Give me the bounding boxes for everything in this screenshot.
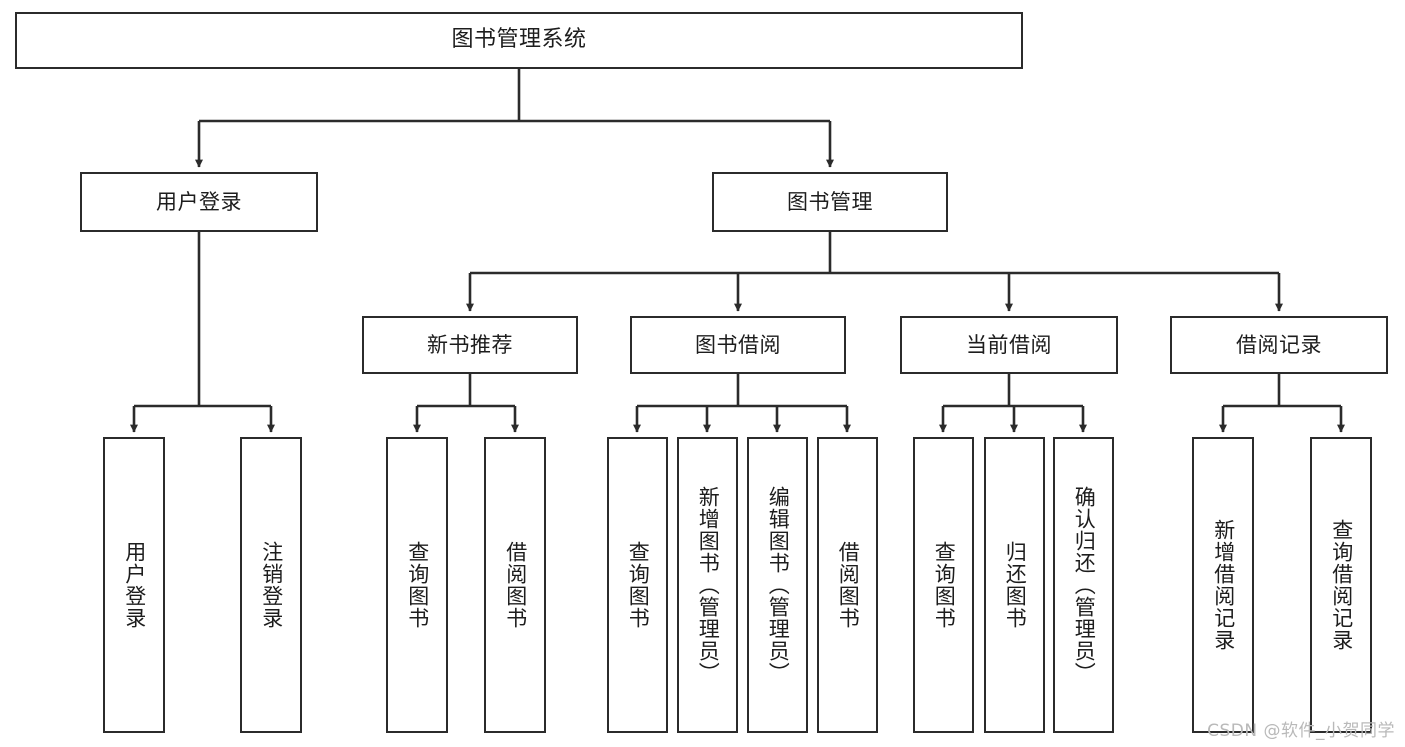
node-borrow-record-label: 借阅记录 <box>1236 332 1322 357</box>
node-leaf-user-login-label: 用户登录 <box>122 541 147 629</box>
node-leaf-query-record-label: 查询借阅记录 <box>1329 519 1354 651</box>
node-user-login-label: 用户登录 <box>156 189 242 214</box>
node-root-label: 图书管理系统 <box>451 27 587 53</box>
node-leaf-add-book[interactable]: 新增图书（管理员） <box>677 437 738 733</box>
node-leaf-user-logout-label: 注销登录 <box>259 541 284 629</box>
node-leaf-confirm-return[interactable]: 确认归还（管理员） <box>1053 437 1114 733</box>
node-book-manage-label: 图书管理 <box>787 189 873 214</box>
node-leaf-add-record-label: 新增借阅记录 <box>1211 519 1236 651</box>
node-leaf-borrow-book-rec-label: 借阅图书 <box>503 541 528 629</box>
node-leaf-borrow-book-bb-label: 借阅图书 <box>836 541 861 629</box>
node-leaf-query-book-rec[interactable]: 查询图书 <box>386 437 448 733</box>
node-root[interactable]: 图书管理系统 <box>15 12 1023 69</box>
csdn-watermark: CSDN @软件_小贺同学 <box>1207 721 1395 741</box>
node-leaf-borrow-book-bb[interactable]: 借阅图书 <box>817 437 878 733</box>
node-leaf-user-logout[interactable]: 注销登录 <box>240 437 302 733</box>
node-leaf-query-book-bb[interactable]: 查询图书 <box>607 437 668 733</box>
node-book-borrow[interactable]: 图书借阅 <box>630 316 846 374</box>
node-leaf-edit-book-label: 编辑图书（管理员） <box>766 486 791 684</box>
node-current-borrow-label: 当前借阅 <box>966 332 1052 357</box>
node-leaf-query-book-cb-label: 查询图书 <box>932 541 957 629</box>
node-leaf-return-book-label: 归还图书 <box>1003 541 1028 629</box>
node-new-book-rec-label: 新书推荐 <box>427 332 513 357</box>
node-borrow-record[interactable]: 借阅记录 <box>1170 316 1388 374</box>
node-leaf-query-book-rec-label: 查询图书 <box>405 541 430 629</box>
node-leaf-user-login[interactable]: 用户登录 <box>103 437 165 733</box>
node-leaf-add-record[interactable]: 新增借阅记录 <box>1192 437 1254 733</box>
node-book-borrow-label: 图书借阅 <box>695 332 781 357</box>
node-current-borrow[interactable]: 当前借阅 <box>900 316 1118 374</box>
node-leaf-confirm-return-label: 确认归还（管理员） <box>1072 486 1097 684</box>
node-leaf-edit-book[interactable]: 编辑图书（管理员） <box>747 437 808 733</box>
node-leaf-borrow-book-rec[interactable]: 借阅图书 <box>484 437 546 733</box>
node-leaf-query-record[interactable]: 查询借阅记录 <box>1310 437 1372 733</box>
node-new-book-rec[interactable]: 新书推荐 <box>362 316 578 374</box>
node-user-login[interactable]: 用户登录 <box>80 172 318 232</box>
node-book-manage[interactable]: 图书管理 <box>712 172 948 232</box>
node-leaf-query-book-cb[interactable]: 查询图书 <box>913 437 974 733</box>
node-leaf-add-book-label: 新增图书（管理员） <box>696 486 721 684</box>
node-leaf-return-book[interactable]: 归还图书 <box>984 437 1045 733</box>
node-leaf-query-book-bb-label: 查询图书 <box>626 541 651 629</box>
